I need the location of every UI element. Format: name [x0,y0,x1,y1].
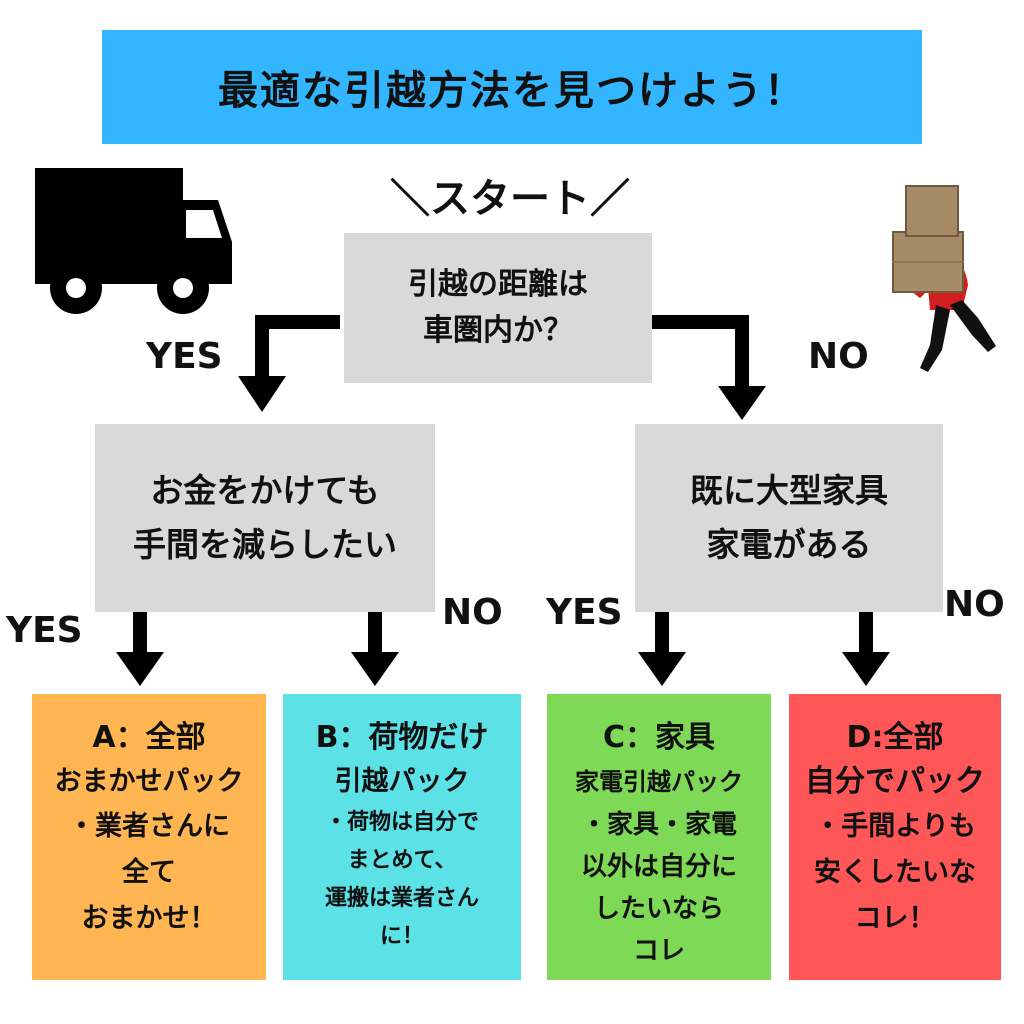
result-title: D:全部 [846,720,944,755]
question-line: 家電がある [706,525,872,564]
result-title: B：荷物だけ [315,720,489,755]
arrow-q2-yes [116,604,164,686]
start-label: ＼スタート／ [390,176,630,222]
result-body-line: ・業者さんに [68,811,230,842]
branch-label-q2-no: NO [442,592,503,633]
person-carrying-boxes-icon [892,185,996,372]
arrow-q3-yes [638,604,686,686]
branch-label-q3-yes: YES [546,592,623,633]
result-title: C：家具 [602,720,716,755]
branch-label-q1-no: NO [808,336,869,377]
result-subtitle: 自分でパック [805,764,985,799]
result-body-line: 全て [122,857,176,888]
result-body-line: ・家具・家電 [580,810,737,840]
truck-icon [35,168,232,314]
result-d-self-pack: D:全部 自分でパック ・手間よりも 安くしたいな コレ！ [789,694,1001,980]
title-banner: 最適な引越方法を見つけよう！ [102,30,922,144]
result-body-line: まとめて、 [347,848,457,873]
question-reduce-effort: お金をかけても 手間を減らしたい [95,424,435,612]
result-body-line: に！ [379,924,424,949]
question-large-furniture: 既に大型家具 家電がある [635,424,943,612]
result-body-line: ・手間よりも [814,811,976,842]
result-b-luggage-only: B：荷物だけ 引越パック ・荷物は自分で まとめて、 運搬は業者さん に！ [283,694,521,980]
arrow-q1-yes [238,315,340,412]
result-subtitle: 家電引越パック [575,768,743,796]
branch-label-q1-yes: YES [146,336,223,377]
question-line: 車圏内か？ [423,313,573,348]
title-text: 最適な引越方法を見つけよう！ [218,68,806,114]
result-subtitle: 引越パック [334,766,470,797]
arrow-q2-no [351,600,399,686]
question-line: 手間を減らしたい [133,525,397,564]
result-body-line: 安くしたいな [814,857,976,888]
arrow-q1-no [652,315,766,420]
result-c-furniture-appliances: C：家具 家電引越パック ・家具・家電 以外は自分に したいなら コレ [547,694,771,980]
result-a-full-service: A：全部 おまかせパック ・業者さんに 全て おまかせ！ [32,694,266,980]
question-line: お金をかけても [150,471,380,510]
branch-label-q2-yes: YES [6,610,83,651]
question-line: 既に大型家具 [690,471,888,510]
result-title: A：全部 [92,720,206,755]
result-body-line: 運搬は業者さん [324,886,479,911]
result-body-line: コレ！ [854,903,936,934]
result-subtitle: おまかせパック [54,766,244,797]
result-body-line: ・荷物は自分で [324,810,479,835]
result-body-line: 以外は自分に [580,852,737,882]
question-line: 引越の距離は [408,267,588,302]
result-body-line: おまかせ！ [81,903,217,934]
result-body-line: コレ [632,936,685,966]
result-body-line: したいなら [593,894,724,924]
arrow-q3-no [842,604,890,686]
branch-label-q3-no: NO [944,584,1005,625]
question-distance: 引越の距離は 車圏内か？ [344,233,652,383]
